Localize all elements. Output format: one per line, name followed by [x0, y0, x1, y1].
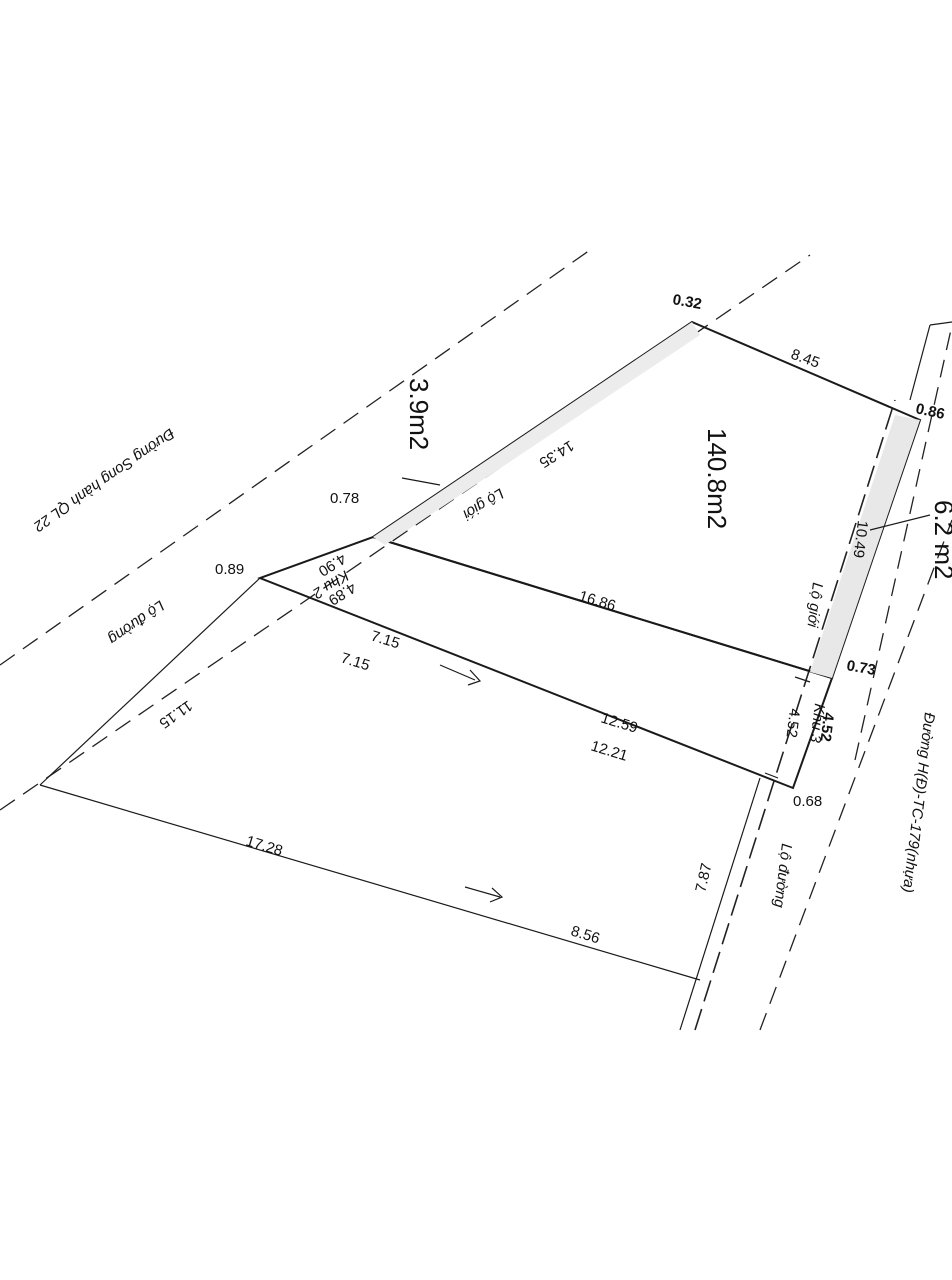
dim-073: 0.73 [845, 657, 877, 679]
frame-right [929, 321, 952, 326]
dim-845: 8.45 [789, 346, 822, 372]
dim-032: 0.32 [671, 291, 703, 313]
dim-1049: 10.49 [849, 520, 870, 559]
label-lo-duong-left: Lộ đường [104, 597, 167, 648]
road-boundary-right-far [854, 324, 952, 761]
area-small-right: 6.2 m2 [929, 500, 952, 580]
setback-strip-left [373, 322, 700, 545]
dim-078: 0.78 [330, 490, 359, 507]
road-top-name: Đường Song hành QL 22 [30, 425, 178, 535]
dim-452b: 4.52 [816, 712, 836, 743]
dim-068: 0.68 [793, 793, 822, 810]
arrow-mid-2 [464, 886, 504, 903]
setback-strip-right [810, 415, 920, 678]
dim-1728: 17.28 [244, 833, 285, 860]
dim-715b: 7.15 [339, 650, 372, 675]
area-small-left: 3.9m2 [404, 378, 434, 450]
label-lo-duong-right: Lộ đường [770, 843, 795, 910]
dim-1221: 12.21 [589, 738, 630, 765]
ref-line-bottom [39, 784, 701, 981]
arrow-right-b [764, 772, 779, 779]
ref-line-left [39, 577, 261, 786]
leader-small-left [401, 477, 441, 486]
dim-1435: 14.35 [536, 437, 577, 471]
leader-small-right [869, 514, 931, 531]
label-lo-gioi-right: Lộ giới [803, 582, 825, 629]
ref-line-right [679, 777, 761, 1031]
road-right-name: Đường H(Đ)-TC-179(nhựa) [899, 712, 938, 894]
dim-787: 7.87 [692, 862, 715, 894]
dim-1259: 12.59 [599, 710, 640, 737]
arrow-mid-1 [439, 664, 482, 686]
road-boundary-right-inner [694, 399, 896, 1031]
dim-1115: 11.15 [156, 697, 196, 732]
dim-089: 0.89 [215, 561, 244, 578]
lot-2-boundary [257, 535, 834, 790]
road-boundary-top-outer [0, 249, 591, 666]
arrow-right-a [794, 676, 811, 683]
dim-1686: 16.86 [577, 588, 618, 615]
area-main: 140.8m2 [702, 428, 732, 529]
dim-452a: 4.52 [782, 708, 802, 739]
frame-right-v [909, 324, 931, 401]
road-boundary-right-outer [759, 519, 952, 1031]
label-khu3: Khu 3 [806, 703, 828, 745]
dim-086: 0.86 [914, 400, 946, 423]
dim-856: 8.56 [569, 923, 602, 948]
